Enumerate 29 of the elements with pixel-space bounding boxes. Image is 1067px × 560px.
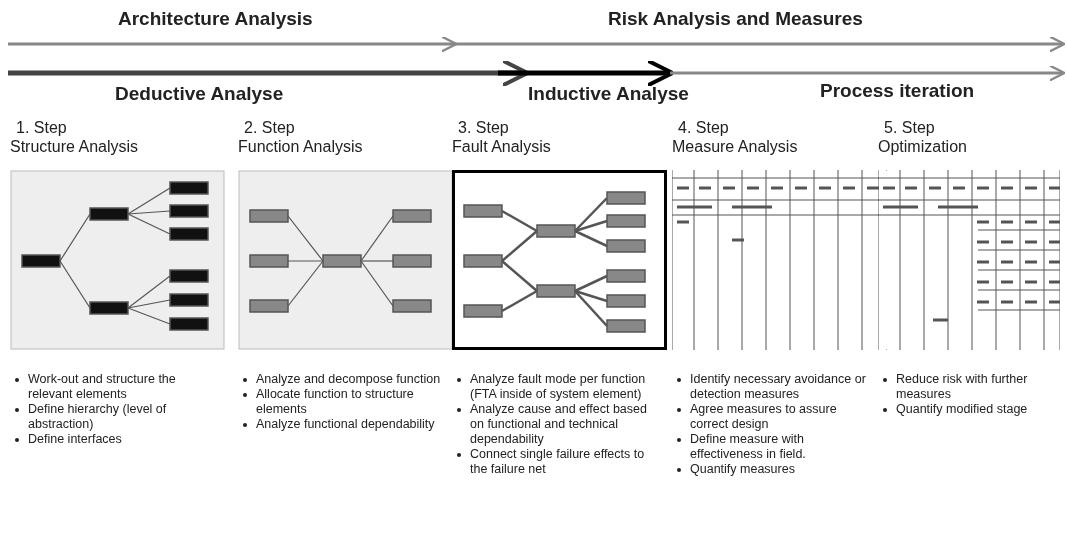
step-heading: Function Analysis (238, 137, 364, 156)
bullet-item: Identify necessary avoidance or detection measures (672, 372, 877, 402)
step-heading: 3. Step (457, 118, 510, 137)
step-heading: 5. Step (883, 118, 936, 137)
bullet-item: Analyze fault mode per function (FTA inside of system element) (452, 372, 657, 402)
bullet-item: Allocate function to structure elements (238, 387, 443, 417)
bullet-item: Analyze cause and effect based on functional and technical dependability (452, 402, 657, 447)
bullet-item: Work-out and structure the relevant elements (10, 372, 215, 402)
step-heading: Fault Analysis (452, 137, 552, 156)
bullet-item: Analyze functional dependability (238, 417, 443, 432)
phase-label: Architecture Analysis (118, 8, 313, 30)
phase-label: Process iteration (820, 80, 975, 102)
bullet-item: Agree measures to assure correct design (672, 402, 877, 432)
phase-label: Inductive Analyse (528, 83, 689, 105)
bullet-item: Define measure with effectiveness in field. (672, 432, 877, 462)
bullet-item: Connect single failure effects to the failure net (452, 447, 657, 477)
bullet-item: Define hierarchy (level of abstraction) (10, 402, 215, 432)
phase-label: Risk Analysis and Measures (608, 8, 863, 30)
bullet-item: Quantify modified stage (878, 402, 1058, 417)
phase-label: Deductive Analyse (115, 83, 284, 105)
bullet-item: Reduce risk with further measures (878, 372, 1058, 402)
bullet-item: Quantify measures (672, 462, 877, 477)
step-heading: Optimization (878, 137, 968, 156)
bullet-item: Analyze and decompose function (238, 372, 443, 387)
step-heading: Structure Analysis (10, 137, 140, 156)
step-heading: 1. Step (15, 118, 68, 137)
step-heading: 2. Step (243, 118, 296, 137)
bullet-item: Define interfaces (10, 432, 215, 447)
step-heading: 4. Step (677, 118, 730, 137)
